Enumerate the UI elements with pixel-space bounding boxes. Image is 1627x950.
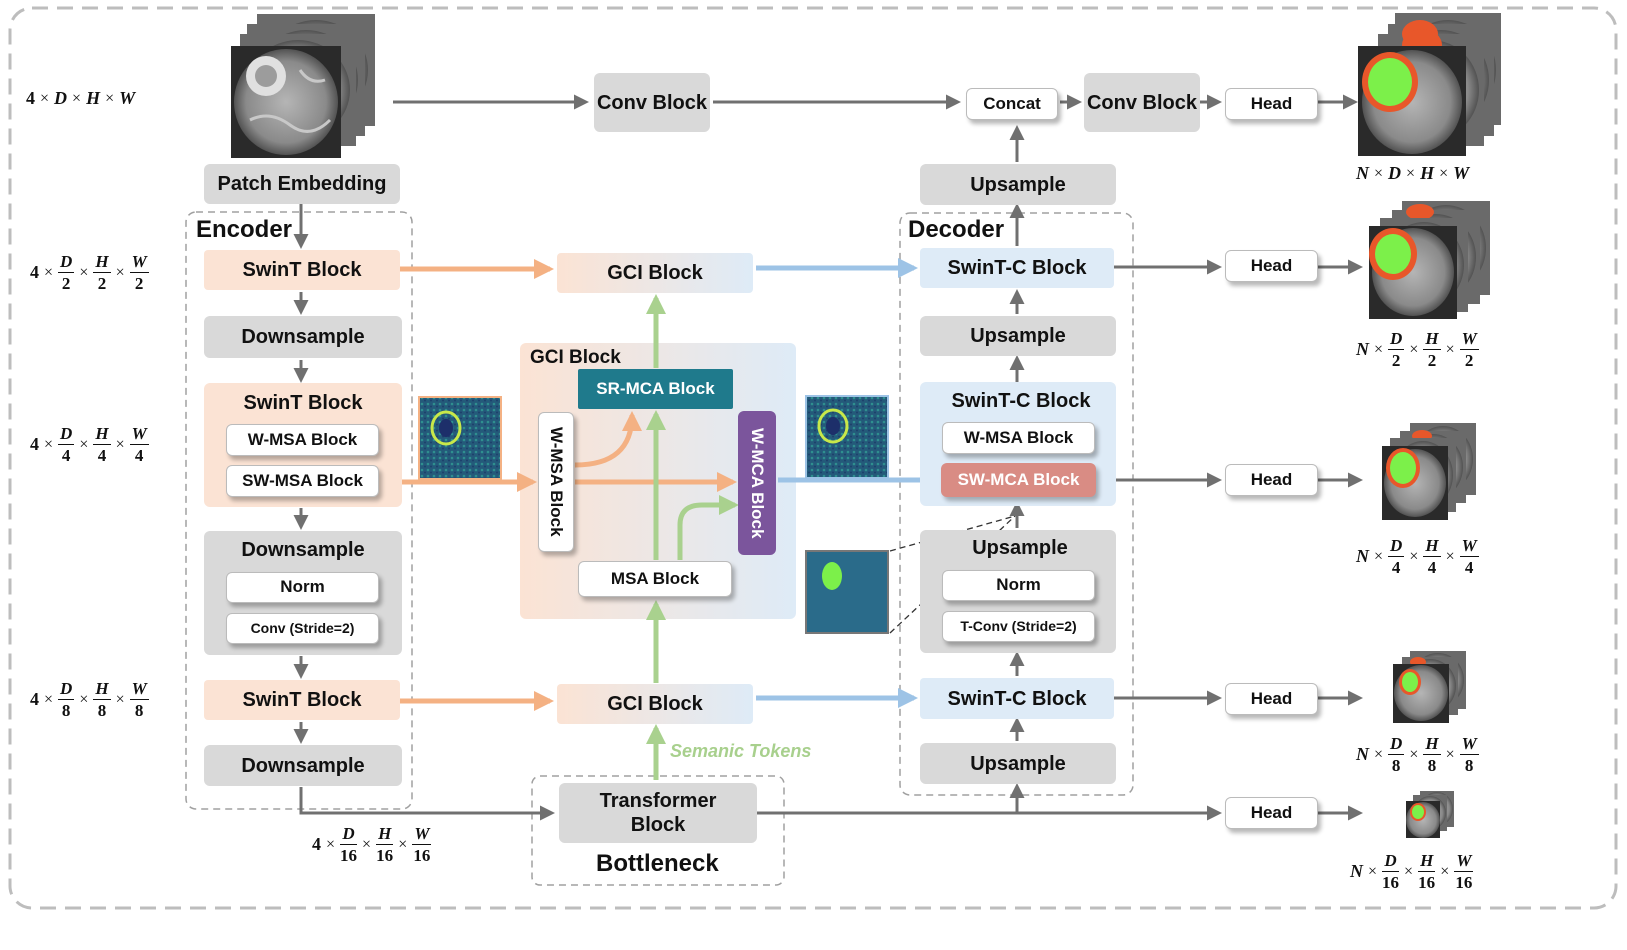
- norm-block: Norm: [942, 570, 1095, 601]
- bottleneck-label: Bottleneck: [596, 850, 719, 877]
- gci-block: GCI Block: [557, 684, 753, 724]
- concat-block: Concat: [966, 88, 1058, 120]
- mri-segmentation-output: [1393, 651, 1466, 723]
- bottleneck-frame: [531, 775, 785, 886]
- patch-embedding-block: Patch Embedding: [204, 164, 400, 204]
- feature-map-heatmap: [418, 396, 502, 480]
- sr-mca-block: SR-MCA Block: [578, 369, 733, 409]
- conv-block: Conv Block: [1084, 73, 1200, 132]
- head-block: Head: [1225, 464, 1318, 496]
- head-block: Head: [1225, 250, 1318, 282]
- upsample-block: Upsample: [920, 743, 1116, 784]
- mri-segmentation-output: [1406, 791, 1454, 838]
- swint-c-block: SwinT-C Block: [920, 248, 1114, 288]
- head-block: Head: [1225, 797, 1318, 829]
- downsample-block: Downsample: [204, 316, 402, 358]
- swint-block: SwinT Block: [204, 250, 400, 290]
- gci-block: GCI Block: [557, 253, 753, 293]
- head-block: Head: [1225, 88, 1318, 120]
- transformer-block: Transformer Block: [559, 783, 757, 843]
- encoder-frame: [185, 211, 413, 810]
- downsample-label: Downsample: [241, 539, 365, 561]
- mri-stack-input: [231, 14, 375, 158]
- w-mca-block: W-MCA Block: [738, 411, 776, 555]
- outer-frame: [8, 6, 1618, 910]
- conv-stride-block: Conv (Stride=2): [226, 613, 379, 644]
- dim-input: 4× D× H× W: [26, 88, 136, 108]
- norm-block: Norm: [226, 572, 379, 603]
- decoder-label: Decoder: [908, 216, 1005, 243]
- tconv-stride-block: T-Conv (Stride=2): [942, 611, 1095, 642]
- upsample-block: Upsample: [920, 316, 1116, 356]
- dim-out0: N× D× H× W: [1356, 163, 1470, 183]
- w-msa-block: W-MSA Block: [226, 424, 379, 456]
- upsample-block: Upsample: [920, 164, 1116, 205]
- swint-block: SwinT Block: [204, 680, 400, 720]
- gci-block-title: GCI Block: [530, 347, 621, 368]
- mri-segmentation-output: [1358, 13, 1501, 156]
- msa-block: MSA Block: [578, 561, 732, 597]
- sw-mca-block: SW-MCA Block: [941, 463, 1096, 497]
- mri-segmentation-output: [1369, 201, 1490, 319]
- sw-msa-block: SW-MSA Block: [226, 465, 379, 497]
- downsample-block: Downsample: [204, 745, 402, 786]
- head-block: Head: [1225, 683, 1318, 715]
- w-msa-block-vertical: W-MSA Block: [538, 412, 574, 552]
- encoder-label: Encoder: [196, 216, 293, 243]
- semantic-tokens-label: Semanic Tokens: [670, 741, 812, 761]
- upsample-label: Upsample: [972, 537, 1068, 559]
- feature-map-heatmap: [805, 395, 889, 479]
- swint-c-block-label: SwinT-C Block: [951, 390, 1091, 412]
- mri-segmentation-output: [1382, 423, 1476, 520]
- w-msa-block: W-MSA Block: [942, 422, 1095, 454]
- swint-c-block: SwinT-C Block: [920, 678, 1114, 719]
- conv-block: Conv Block: [594, 73, 710, 132]
- swint-block-label: SwinT Block: [243, 392, 363, 414]
